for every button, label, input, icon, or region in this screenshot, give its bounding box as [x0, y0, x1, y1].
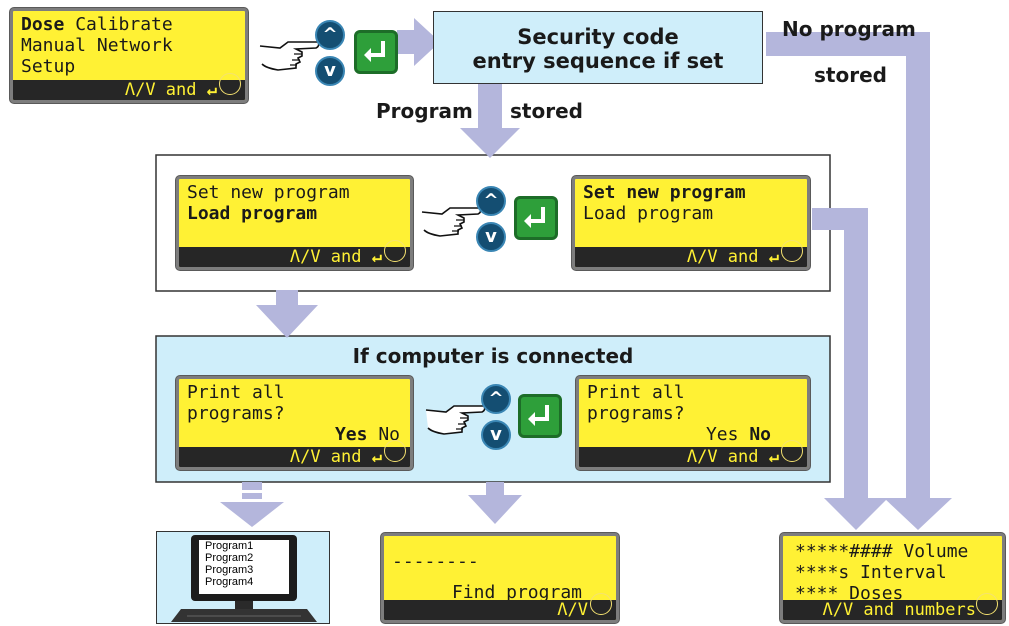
- screen-hint-bar: Λ/V and ↵: [575, 247, 807, 267]
- print-line-2: programs?: [587, 403, 685, 424]
- find-program-screen: -------- Find program Λ/V: [381, 533, 619, 623]
- menu-item-calibrate: Calibrate: [64, 14, 173, 35]
- enter-symbol-icon: ↵: [371, 247, 382, 267]
- arrow-no-program: [766, 32, 952, 530]
- menu-line-manual-network: Manual Network: [21, 35, 173, 56]
- label-stored-right: stored: [814, 63, 887, 87]
- screen-hint-bar: Λ/V: [384, 600, 616, 620]
- pointing-hand-icon: [425, 405, 486, 435]
- find-program-text: Find program: [451, 582, 582, 603]
- computer-connected-heading: If computer is connected: [352, 344, 634, 368]
- program-list-item: Program1: [205, 540, 254, 552]
- program-list-item: Program3: [205, 564, 254, 576]
- enter-symbol-icon: ↵: [768, 447, 779, 467]
- pointing-hand-icon: [421, 207, 482, 237]
- arrow-print-no: [468, 482, 522, 524]
- option-no-selected: No: [749, 424, 771, 445]
- screen-hint-bar: Λ/V and numbers: [783, 600, 1002, 620]
- computer-printout-panel: Program1 Program2 Program3 Program4: [156, 531, 330, 624]
- enter-key-icon[interactable]: [354, 30, 398, 74]
- menu-screen: Dose Calibrate Manual Network Setup Λ/V …: [10, 8, 248, 103]
- option-load-program: Load program: [583, 203, 714, 224]
- arrow-set-program: [812, 208, 888, 530]
- volume-line: *****#### Volume: [795, 541, 969, 562]
- keypad-top: ^ v: [258, 20, 408, 100]
- indicator-circle-icon: [781, 440, 803, 462]
- option-yes-selected: Yes: [334, 424, 368, 445]
- up-arrow-key-icon[interactable]: ^: [315, 20, 345, 50]
- indicator-circle-icon: [781, 240, 803, 262]
- program-list-item: Program2: [205, 552, 254, 564]
- screen-hint-bar: Λ/V and ↵: [13, 80, 245, 100]
- menu-item-dose: Dose: [21, 14, 65, 35]
- load-program-screen: Set new program Load program Λ/V and ↵: [176, 176, 413, 270]
- label-no-program: No program: [782, 17, 916, 41]
- interval-line: ****s Interval: [795, 562, 947, 583]
- option-yes: Yes: [705, 424, 750, 445]
- option-no: No: [367, 424, 400, 445]
- print-line-2: programs?: [187, 403, 285, 424]
- indicator-circle-icon: [384, 240, 406, 262]
- pointing-hand-icon: [259, 41, 320, 71]
- down-arrow-key-icon[interactable]: v: [476, 222, 506, 252]
- doses-line: **** Doses: [795, 583, 904, 604]
- label-stored-mid: stored: [510, 99, 583, 123]
- indicator-circle-icon: [219, 73, 241, 95]
- enter-key-icon[interactable]: [514, 196, 558, 240]
- volume-interval-doses-screen: *****#### Volume ****s Interval **** Dos…: [780, 533, 1005, 623]
- arrow-to-computer-panel: [256, 290, 318, 338]
- screen-hint-bar: Λ/V and ↵: [179, 447, 410, 467]
- down-arrow-key-icon[interactable]: v: [315, 56, 345, 86]
- label-program: Program: [376, 99, 473, 123]
- security-code-box: Security code entry sequence if set: [433, 11, 763, 84]
- option-load-program-selected: Load program: [187, 203, 318, 224]
- print-line-1: Print all: [187, 382, 285, 403]
- program-list-item: Program4: [205, 576, 254, 588]
- enter-symbol-icon: ↵: [206, 80, 217, 100]
- screen-hint-bar: Λ/V and ↵: [579, 447, 807, 467]
- security-line-1: Security code: [517, 25, 679, 49]
- security-line-2: entry sequence if set: [472, 49, 724, 73]
- option-set-new-program-selected: Set new program: [583, 182, 746, 203]
- up-arrow-key-icon[interactable]: ^: [481, 384, 511, 414]
- print-yes-screen: Print all programs? Yes No Λ/V and ↵: [176, 376, 413, 470]
- up-arrow-key-icon[interactable]: ^: [476, 186, 506, 216]
- down-arrow-key-icon[interactable]: v: [481, 420, 511, 450]
- option-set-new-program: Set new program: [187, 182, 350, 203]
- program-name-placeholder: --------: [392, 551, 479, 572]
- set-program-screen: Set new program Load program Λ/V and ↵: [572, 176, 810, 270]
- keypad-middle: ^ v: [420, 186, 570, 266]
- enter-symbol-icon: ↵: [371, 447, 382, 467]
- indicator-circle-icon: [384, 440, 406, 462]
- enter-symbol-icon: ↵: [768, 247, 779, 267]
- print-line-1: Print all: [587, 382, 685, 403]
- keypad-bottom: ^ v: [424, 384, 574, 464]
- indicator-circle-icon: [976, 593, 998, 615]
- print-no-screen: Print all programs? Yes No Λ/V and ↵: [576, 376, 810, 470]
- arrow-print-yes: [220, 482, 284, 527]
- indicator-circle-icon: [590, 593, 612, 615]
- enter-key-icon[interactable]: [518, 394, 562, 438]
- menu-line-setup: Setup: [21, 56, 76, 77]
- program-list: Program1 Program2 Program3 Program4: [205, 540, 253, 588]
- arrow-to-security: [397, 18, 440, 66]
- screen-hint-bar: Λ/V and ↵: [179, 247, 410, 267]
- arrow-program-stored: [460, 84, 520, 158]
- computer-icon: [171, 535, 317, 622]
